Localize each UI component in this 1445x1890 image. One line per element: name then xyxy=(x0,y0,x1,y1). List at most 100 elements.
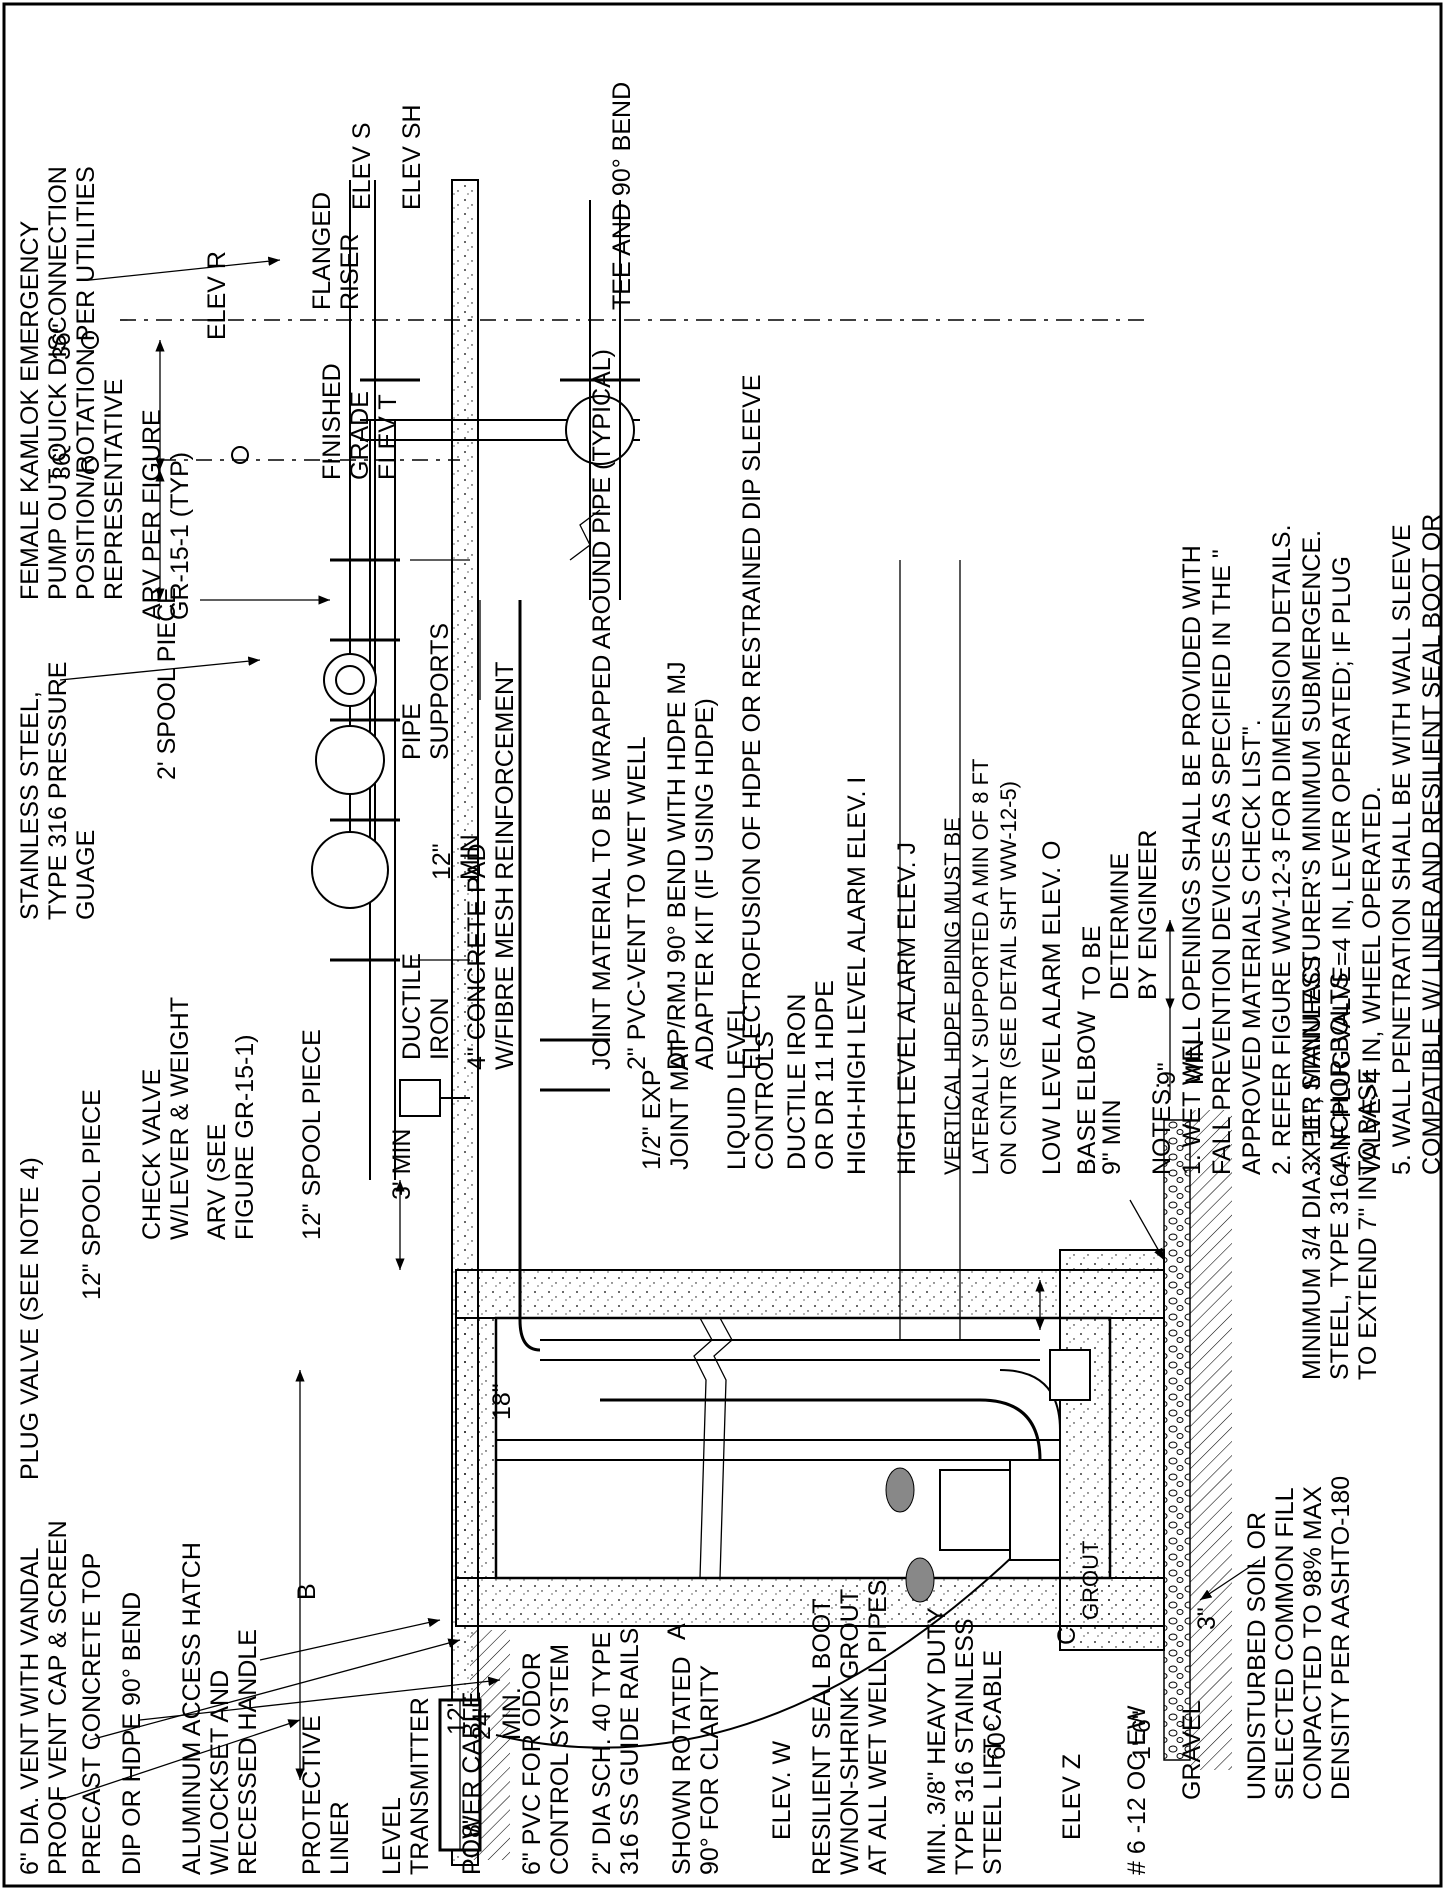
callout-vent: 6" DIA. VENT WITH VANDALPROOF VENT CAP &… xyxy=(16,1520,72,1875)
callout-line: DUCTILE IRON xyxy=(783,994,811,1170)
note-line: 5. WALL PENETRATION SHALL BE WITH WALL S… xyxy=(1388,524,1416,1175)
callout-line: PROTECTIVE xyxy=(298,1715,326,1875)
dimension-labels: B A C 12" 24" MIN. 8" 18" 3" 60° 1'-6" 3… xyxy=(48,323,1221,1838)
callout-line: CONTROL SYSTEM xyxy=(546,1644,574,1875)
callout-liner: PROTECTIVELINER xyxy=(298,1715,354,1875)
callout-line: LOW LEVEL ALARM ELEV. O xyxy=(1038,841,1066,1175)
callout-line: FEMALE KAMLOK EMERGENCY xyxy=(16,220,44,600)
callout-9min: 9" MIN xyxy=(1098,1099,1126,1175)
callout-line: 12" SPOOL PIECE xyxy=(298,1029,326,1240)
callout-line: POSITION/ROTATION PER UTILITIES xyxy=(72,166,100,600)
callout-line: ALUMINUM ACCESS HATCH xyxy=(178,1542,206,1875)
callout-line: ELECTROFUSION OF HDPE OR RESTRAINED DIP … xyxy=(738,374,766,1070)
callout-odor-pvc: 6" PVC FOR ODORCONTROL SYSTEM xyxy=(518,1644,574,1875)
callout-power-cable: POWER CABLE xyxy=(458,1692,486,1875)
callout-tee-bend: TEE AND 90° BEND xyxy=(608,82,636,310)
callout-line: GR-15-1 (TYP) xyxy=(166,452,194,620)
bottom-callouts: PLUG VALVE (SEE NOTE 4) 12" SPOOL PIECE … xyxy=(16,759,1382,1481)
callout-line: W/LEVER & WEIGHT xyxy=(166,997,194,1240)
dim-c: C xyxy=(1053,1627,1081,1645)
dim-a: A xyxy=(663,1623,691,1640)
note-line: APPROVED MATERIALS CHECK LIST". xyxy=(1238,719,1266,1175)
callout-line: STAINLESS STEEL, xyxy=(16,691,44,920)
callout-line: ON CNTR (SEE DETAIL SHT WW-12-5) xyxy=(996,781,1021,1175)
callout-line: LEVEL xyxy=(378,1797,406,1875)
callout-line: CONTROLS xyxy=(751,1031,779,1170)
callout-line: TEE AND 90° BEND xyxy=(608,82,636,310)
callout-gravel: GRAVEL xyxy=(1178,1700,1206,1800)
callout-line: 6" PVC FOR ODOR xyxy=(518,1652,546,1875)
callout-ductile-iron: DUCTILEIRON xyxy=(398,953,454,1060)
discharge-piping xyxy=(311,180,1040,1361)
dim-18: 18" xyxy=(488,1383,516,1420)
callout-line: 3' MIN xyxy=(388,1129,416,1200)
callout-base-elbow: BASE ELBOW xyxy=(1073,1011,1101,1175)
callout-line: ELEV T xyxy=(374,394,402,480)
callout-line: VERTICAL HDPE PIPING MUST BE xyxy=(940,817,965,1175)
callout-line: 2" DIA SCH. 40 TYPE xyxy=(588,1632,616,1875)
note-line: 1. WET WELL OPENINGS SHALL BE PROVIDED W… xyxy=(1178,545,1206,1175)
callout-line: DETERMINE xyxy=(1106,853,1134,1000)
callout-spool-2ft: 2' SPOOL PIECE xyxy=(153,587,181,780)
callout-anchor-bolts: MINIMUM 3/4 DIA. X 11", STAINLESSSTEEL, … xyxy=(1298,955,1382,1380)
callout-line: JOINT MAT xyxy=(666,1040,694,1170)
wet-well-structure xyxy=(438,179,1232,1866)
callout-line: MIN. 3/8" HEAVY DUTY xyxy=(923,1607,951,1875)
callout-line: DENSITY PER AASHTO-180 xyxy=(1327,1476,1355,1800)
callout-pipe-supports: PIPESUPPORTS xyxy=(398,623,454,760)
callout-line: PROOF VENT CAP & SCREEN xyxy=(44,1520,72,1875)
note-line: 2. REFER FIGURE WW-12-3 FOR DIMENSION DE… xyxy=(1268,524,1296,1175)
callout-line: FIGURE GR-15-1) xyxy=(231,1034,259,1240)
callout-line: DIP OR HDPE 90° BEND xyxy=(118,1592,146,1875)
callout-spool-12a: 12" SPOOL PIECE xyxy=(78,1089,106,1300)
callout-plug-valve: PLUG VALVE (SEE NOTE 4) xyxy=(16,1157,44,1480)
callout-elev-r: ELEV R xyxy=(203,251,231,340)
callout-line: ADAPTER KIT (IF USING HDPE) xyxy=(691,698,719,1070)
callout-soil: UNDISTURBED SOIL ORSELECTED COMMON FILLC… xyxy=(1243,1476,1355,1800)
callout-line: DIP/RMJ 90° BEND WITH HDPE MJ xyxy=(663,661,691,1070)
callout-elev-sh: ELEV SH xyxy=(398,104,426,210)
callout-line: REPRESENTATIVE xyxy=(100,379,128,600)
callout-line: CHECK VALVE xyxy=(138,1069,166,1240)
callout-level-controls: LIQUID LEVELCONTROLS xyxy=(723,1002,779,1170)
dim-grout: GROUT xyxy=(1078,1541,1103,1620)
callout-line: SHOWN ROTATED xyxy=(668,1656,696,1875)
callout-line: SELECTED COMMON FILL xyxy=(1271,1487,1299,1800)
dim-24: 24" xyxy=(468,1703,496,1740)
callout-line: TYPE 316 PRESSURE xyxy=(44,662,72,920)
callout-concrete-pad: 4" CONCRETE PADW/FIBRE MESH REINFORCEMEN… xyxy=(463,662,519,1070)
callout-dip-rmj: DIP/RMJ 90° BEND WITH HDPE MJADAPTER KIT… xyxy=(663,661,719,1070)
callout-line: ELEV R xyxy=(203,251,231,340)
callout-exp-joint: 1/2" EXPJOINT MAT xyxy=(638,1040,694,1170)
callout-line: # 6 -12 OC EW xyxy=(1123,1705,1151,1875)
note-line: VALVE>4 IN, WHEEL OPERATED. xyxy=(1358,786,1386,1175)
callout-elev-s: ELEV S xyxy=(348,122,376,210)
dim-60: 60° xyxy=(983,1722,1011,1760)
dim-min: MIN. xyxy=(498,1687,526,1740)
top-callouts: 6" DIA. VENT WITH VANDALPROOF VENT CAP &… xyxy=(16,1476,1355,1875)
callout-line: BY ENGINEER xyxy=(1134,830,1162,1000)
callout-line: RESILIENT SEAL BOOT xyxy=(808,1599,836,1875)
callout-precast-top: PRECAST CONCRETE TOP xyxy=(78,1553,106,1875)
dim-8: 8" xyxy=(458,1815,486,1838)
note-line: 3. PER MANUFACTURER'S MINIMUM SUBMERGENC… xyxy=(1298,530,1326,1175)
callout-line: AT ALL WET WELL PIPES xyxy=(864,1580,892,1875)
callout-level-transmitter: LEVELTRANSMITTER xyxy=(378,1697,434,1875)
callout-pressure-gauge: STAINLESS STEEL,TYPE 316 PRESSUREGUAGE xyxy=(16,662,100,920)
callout-line: 12" SPOOL PIECE xyxy=(78,1089,106,1300)
callout-line: CONPACTED TO 98% MAX xyxy=(1299,1486,1327,1800)
callout-elev-w: ELEV. W xyxy=(768,1740,796,1840)
callout-guide-rails: 2" DIA SCH. 40 TYPE316 SS GUIDE RAILS xyxy=(588,1628,644,1875)
callout-line: 90° FOR CLARITY xyxy=(696,1665,724,1875)
callout-line: MIN xyxy=(456,834,484,880)
callout-line: STEEL LIFT CABLE xyxy=(979,1650,1007,1875)
callout-flanged-riser: FLANGEDRISER xyxy=(308,192,364,310)
callout-line: ELEV SH xyxy=(398,104,426,210)
dim-36b: 36" xyxy=(48,323,76,360)
callout-line: LINER xyxy=(326,1801,354,1875)
callout-line: RISER xyxy=(336,234,364,310)
callout-line: 2' SPOOL PIECE xyxy=(153,587,181,780)
